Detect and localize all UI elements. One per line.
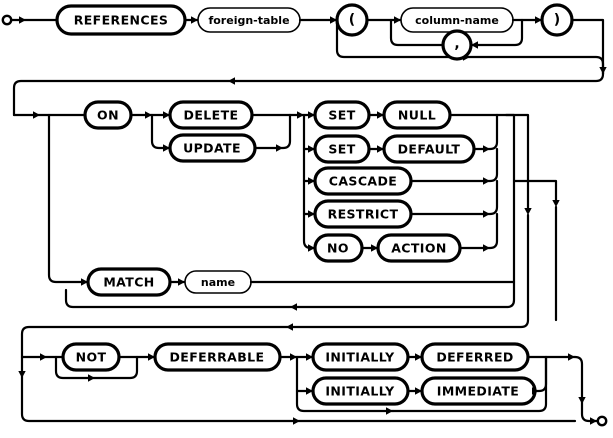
track-action-merge [458,212,499,250]
arrow-icon [386,407,393,415]
arrow-icon [535,16,542,24]
arrow-icon [163,111,170,119]
track-wrap-row1-to-row2 [12,18,605,117]
arrow-icon [308,111,315,119]
arrow-icon [19,16,26,24]
node-no-label: NO [327,241,349,256]
track-to-match-branch [47,113,90,284]
arrow-icon [394,16,401,24]
node-set-null-set-label: SET [328,108,355,123]
arrow-icon [415,353,422,361]
node-action-label: ACTION [391,241,447,256]
arrow-icon [290,353,297,361]
arrow-icon [552,200,560,207]
node-deferrable-label: DEFERRABLE [170,350,265,365]
arrow-icon [306,353,313,361]
track-comma-loop-right [469,18,524,47]
track-cascade-merge [409,147,499,183]
node-restrict-label: RESTRICT [328,207,399,222]
track-on-group-exit-a [504,113,530,210]
node-on-label: ON [97,108,119,123]
node-delete-label: DELETE [184,108,239,123]
arrow-icon [228,77,235,85]
end-endpoint-icon [596,415,608,427]
arrow-icon [191,16,198,24]
track-on-group-exit-b [512,179,558,202]
node-foreign-table-label: foreign-table [208,14,289,27]
arrow-icon [276,144,283,152]
arrow-icon [524,208,532,215]
track-split-update [150,113,172,150]
track-update-merge [253,113,292,150]
node-deferred-label: DEFERRED [436,350,513,365]
arrow-icon [290,303,297,311]
arrow-icon [308,210,315,218]
arrow-icon [286,323,293,331]
arrow-icon [532,387,539,395]
track-deferrable-group-bypass [20,355,577,423]
arrow-icon [483,145,490,153]
arrow-icon [371,244,378,252]
arrow-icon [483,244,490,252]
node-cascade-label: CASCADE [329,174,397,189]
track-not-bypass [54,355,139,380]
track-default-merge [472,113,499,151]
arrow-icon [40,353,47,361]
arrow-icon [178,278,185,286]
arrow-icon [415,387,422,395]
node-match-label: MATCH [103,275,154,290]
arrow-icon [590,417,597,425]
arrow-icon [293,417,300,425]
track-initially-bypass [295,355,395,413]
arrow-icon [377,111,384,119]
arrow-icon [578,397,586,404]
track-immediate-merge [533,355,548,393]
arrow-icon [163,144,170,152]
arrow-icon [308,177,315,185]
arrow-icon [471,41,478,49]
node-immediate-label: IMMEDIATE [437,384,519,399]
arrow-icon [81,278,88,286]
node-name-label: name [201,276,235,289]
node-set-default-set-label: SET [328,142,355,157]
node-null-label: NULL [398,108,436,123]
node-initially-deferred-initially-label: INITIALLY [325,350,395,365]
arrow-icon [599,67,607,74]
track-initially-bypass-merge [391,355,548,413]
arrow-icon [88,374,95,382]
arrow-icon [33,111,40,119]
node-rparen-label: ) [554,12,560,28]
arrow-icon [306,387,313,395]
arrow-icon [148,353,155,361]
arrow-icon [308,145,315,153]
arrow-icon [18,371,26,378]
track-wrap-row2-to-row3 [20,213,530,359]
track-comma-loop-left [389,18,445,47]
arrow-icon [483,210,490,218]
arrow-icon [568,353,575,361]
node-update-label: UPDATE [183,141,241,156]
arrow-icon [377,145,384,153]
arrow-icon [330,16,337,24]
node-column-name-label: column-name [415,14,499,27]
arrow-icon [145,111,152,119]
node-references-label: REFERENCES [74,13,169,28]
node-not-label: NOT [76,350,107,365]
arrow-icon [297,111,304,119]
track-on-group-repeat-loop [64,113,516,309]
node-initially-immediate-initially-label: INITIALLY [325,384,395,399]
node-default-label: DEFAULT [398,142,461,157]
track-final-exit [573,355,599,423]
node-comma-label: , [454,36,459,52]
node-lparen-label: ( [349,12,355,28]
track-restrict-merge [409,179,499,216]
arrow-icon [308,244,315,252]
arrow-icon [483,177,490,185]
